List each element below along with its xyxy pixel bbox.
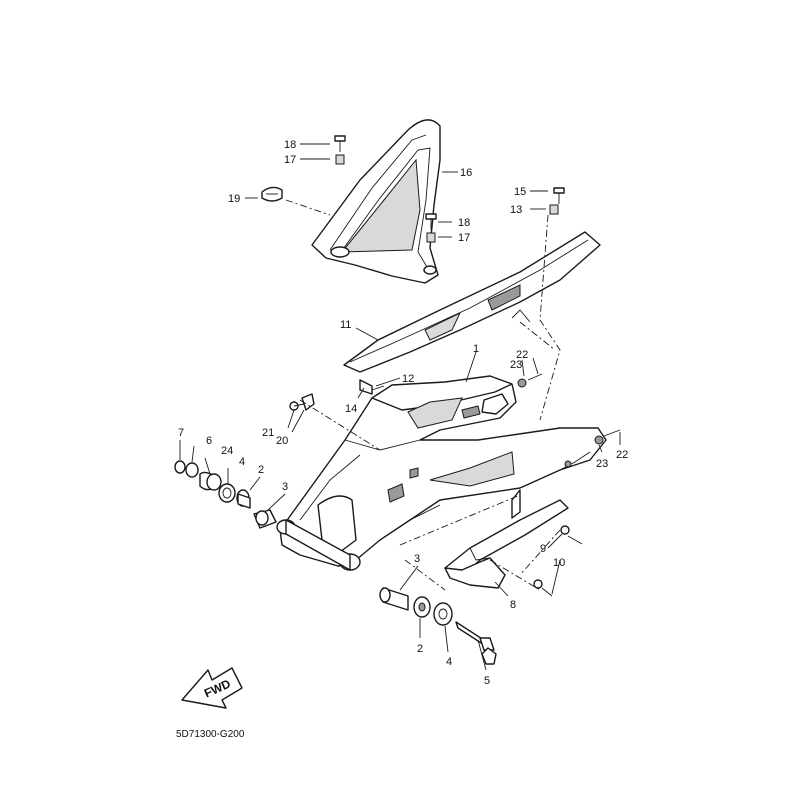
callout-20: 20 [276,435,288,447]
callout-23: 23 [596,458,608,470]
rear-fender-part-16 [311,119,441,284]
callout-6: 6 [206,435,212,447]
callout-19: 19 [228,193,240,205]
callout-16: 16 [460,167,472,179]
callout-5: 5 [484,675,490,687]
right-pivot-hardware [379,587,497,665]
fasteners [261,135,621,597]
callout-11: 11 [340,319,351,331]
callout-10: 10 [553,557,565,569]
callout-17: 17 [284,154,296,166]
drawing-code: 5D71300-G200 [176,729,245,740]
callout-22: 22 [616,449,628,461]
chain-guard-part-11 [343,231,601,373]
alignment-lines [285,199,561,591]
callout-4: 4 [446,656,452,668]
callout-17: 17 [458,232,470,244]
callout-2: 2 [417,643,423,655]
callout-7: 7 [178,427,184,439]
callout-22: 22 [516,349,528,361]
swing-arm-part-1 [276,375,607,571]
left-pivot-hardware [174,460,277,529]
forward-direction-arrow: FWD [181,667,243,709]
callout-3: 3 [414,553,420,565]
leader-lines [179,143,621,671]
callout-12: 12 [402,373,414,385]
callout-3: 3 [282,481,288,493]
callout-18: 18 [284,139,296,151]
callout-23: 23 [510,359,522,371]
callout-2: 2 [258,464,264,476]
callout-15: 15 [514,186,526,198]
callout-4: 4 [239,456,245,468]
callout-14: 14 [345,403,357,415]
callout-24: 24 [221,445,233,457]
callout-8: 8 [510,599,516,611]
callout-13: 13 [510,204,522,216]
callout-9: 9 [540,543,546,555]
callout-18: 18 [458,217,470,229]
callout-1: 1 [473,343,479,355]
callout-21: 21 [262,427,274,439]
chain-guide-part-8 [444,489,569,589]
callout-numbers: 1 2 2 3 3 4 4 5 6 7 8 9 10 11 12 13 14 1… [178,139,628,687]
